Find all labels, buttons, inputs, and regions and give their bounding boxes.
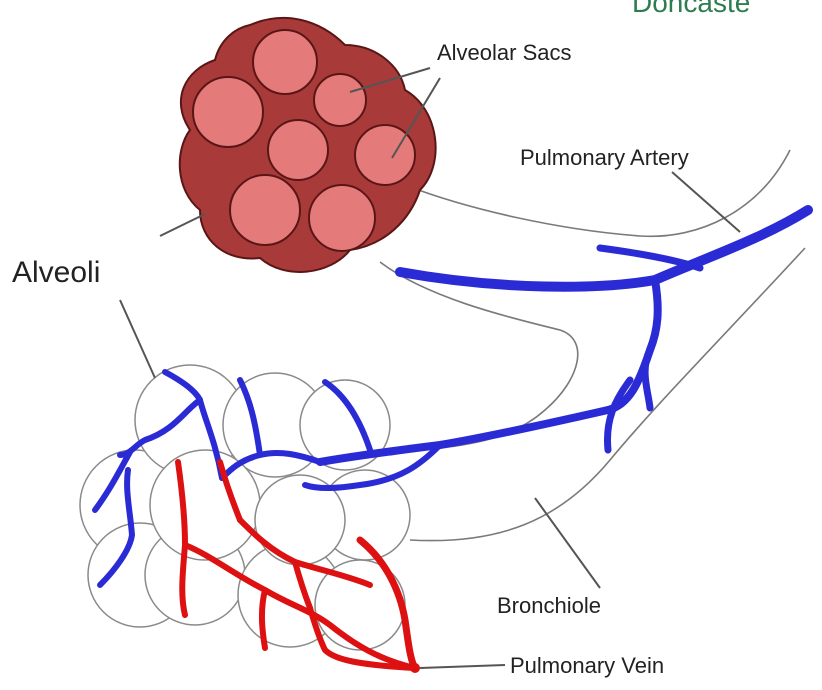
alveolar-sac-cell <box>314 74 366 126</box>
alveolar-sac-cluster <box>180 18 436 272</box>
leader-alveoli-sacs <box>160 214 205 236</box>
alveolar-sac-cell <box>253 30 317 94</box>
leader-alveoli-cluster <box>120 300 155 378</box>
label-alveoli: Alveoli <box>12 256 100 289</box>
artery-branch-top <box>600 248 700 268</box>
label-pulmonary-vein: Pulmonary Vein <box>510 653 664 678</box>
vein-branch-4 <box>262 590 265 648</box>
label-pulmonary-artery: Pulmonary Artery <box>520 145 689 170</box>
alveolar-sac-cell <box>193 77 263 147</box>
alveolar-sac-cell <box>230 175 300 245</box>
leader-bronchiole <box>535 498 600 588</box>
watermark-text: Doncaste <box>632 0 750 18</box>
alveolar-sac-cell <box>268 120 328 180</box>
bronchiole-outline <box>380 150 805 541</box>
leader-pulmonary-artery <box>672 172 740 232</box>
vein-junction <box>410 663 420 673</box>
label-bronchiole: Bronchiole <box>497 593 601 618</box>
alveolus <box>150 450 260 560</box>
alveolar-sac-cell <box>309 185 375 251</box>
leader-pulmonary-vein <box>420 665 505 668</box>
bronchiole-lower-edge <box>410 248 805 541</box>
label-alveolar-sacs: Alveolar Sacs <box>437 40 572 65</box>
